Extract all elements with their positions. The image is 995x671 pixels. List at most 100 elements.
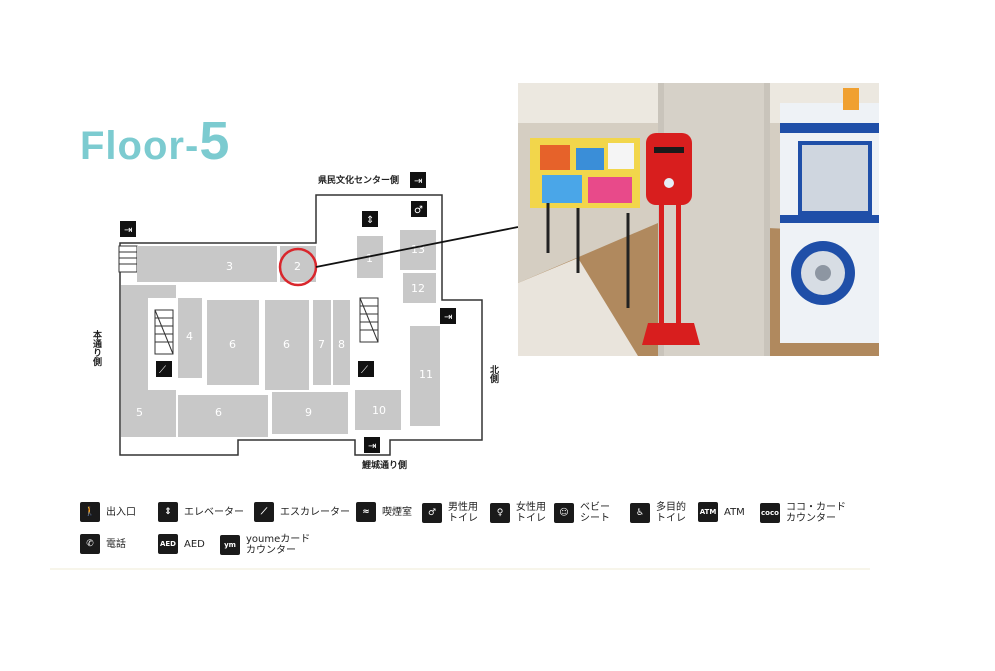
entrance-icon bbox=[410, 172, 426, 188]
legend-label: 男性用 トイレ bbox=[448, 502, 478, 524]
svg-text:⟋: ⟋ bbox=[361, 365, 368, 376]
room-label-1: 1 bbox=[366, 252, 373, 265]
legend-label: 喫煙室 bbox=[382, 506, 412, 518]
baby-sheet-icon: ☺ bbox=[554, 503, 574, 523]
room-label-5: 5 bbox=[136, 406, 143, 419]
room-label-6a: 6 bbox=[229, 338, 236, 351]
floor-number: 5 bbox=[199, 111, 231, 171]
floor-title-prefix: Floor- bbox=[80, 124, 200, 168]
legend-label: 電話 bbox=[106, 538, 126, 550]
legend-item-aed: AED AED bbox=[158, 534, 205, 554]
smoking-icon: ≈ bbox=[356, 502, 376, 522]
svg-text:⇥: ⇥ bbox=[368, 441, 376, 452]
room-label-11: 11 bbox=[419, 368, 433, 381]
multipurpose-toilet-icon: ♿ bbox=[630, 503, 650, 523]
escalator-left bbox=[154, 309, 174, 355]
legend-item-womens-toilet: ♀ 女性用 トイレ bbox=[490, 502, 546, 524]
entrance-icon bbox=[440, 308, 456, 324]
legend: 🚶 出入口 ⇕ エレベーター ⟋ エスカレーター ≈ 喫煙室 ♂ 男性用 トイレ… bbox=[80, 502, 870, 562]
svg-text:⇥: ⇥ bbox=[414, 176, 422, 187]
legend-item-smoking: ≈ 喫煙室 bbox=[356, 502, 412, 522]
legend-label: AED bbox=[184, 538, 205, 550]
room-6c[interactable] bbox=[178, 395, 268, 437]
room-label-10: 10 bbox=[372, 404, 386, 417]
room-6a[interactable] bbox=[207, 300, 259, 385]
label-bottom: 鯉城通り側 bbox=[362, 459, 407, 471]
room-4[interactable] bbox=[178, 298, 202, 378]
legend-label: ATM bbox=[724, 506, 745, 518]
legend-item-entrance: 🚶 出入口 bbox=[80, 502, 136, 522]
entrance-icon: 🚶 bbox=[80, 502, 100, 522]
room-11[interactable] bbox=[410, 326, 440, 426]
phone-icon: ✆ bbox=[80, 534, 100, 554]
room-label-6c: 6 bbox=[215, 406, 222, 419]
coco-card-icon: coco bbox=[760, 503, 780, 523]
legend-label: 出入口 bbox=[106, 506, 136, 518]
youme-card-icon: ym bbox=[220, 535, 240, 555]
entrance-icon bbox=[120, 221, 136, 237]
photo-illustration bbox=[518, 83, 879, 356]
legend-item-phone: ✆ 電話 bbox=[80, 534, 126, 554]
room-12[interactable] bbox=[403, 273, 436, 303]
label-right: 北側 bbox=[488, 364, 500, 384]
room-label-4: 4 bbox=[186, 330, 193, 343]
legend-label: エレベーター bbox=[184, 506, 244, 518]
postbox-photo bbox=[518, 83, 879, 356]
aed-icon: AED bbox=[158, 534, 178, 554]
label-left: 本通り側 bbox=[91, 329, 103, 367]
room-9[interactable] bbox=[272, 392, 348, 434]
atm-icon: ATM bbox=[698, 502, 718, 522]
legend-item-coco-card: coco ココ・カード カウンター bbox=[760, 502, 846, 524]
room-label-9: 9 bbox=[305, 406, 312, 419]
legend-label: ベビー シート bbox=[580, 502, 610, 524]
legend-item-multipurpose-toilet: ♿ 多目的 トイレ bbox=[630, 502, 686, 524]
room-7[interactable] bbox=[313, 300, 331, 385]
room-6b[interactable] bbox=[265, 300, 309, 390]
room-label-12: 12 bbox=[411, 282, 425, 295]
legend-item-elevator: ⇕ エレベーター bbox=[158, 502, 244, 522]
legend-item-atm: ATM ATM bbox=[698, 502, 745, 522]
legend-item-mens-toilet: ♂ 男性用 トイレ bbox=[422, 502, 478, 524]
legend-item-youme-card: ym youmeカード カウンター bbox=[220, 534, 310, 556]
rooms bbox=[121, 230, 440, 437]
escalator-right bbox=[359, 297, 379, 343]
toilet-icon bbox=[411, 201, 427, 217]
room-8[interactable] bbox=[333, 300, 350, 385]
room-10[interactable] bbox=[355, 390, 401, 430]
svg-text:⇕: ⇕ bbox=[366, 215, 374, 226]
legend-item-baby-sheet: ☺ ベビー シート bbox=[554, 502, 610, 524]
legend-label: 多目的 トイレ bbox=[656, 502, 686, 524]
elevator-icon: ⇕ bbox=[158, 502, 178, 522]
room-label-8: 8 bbox=[338, 338, 345, 351]
room-label-2: 2 bbox=[294, 260, 301, 273]
svg-text:⟋: ⟋ bbox=[159, 365, 166, 376]
room-label-3: 3 bbox=[226, 260, 233, 273]
pointer-line bbox=[315, 226, 519, 268]
room-labels: 3 2 1 13 12 4 6 6 7 8 11 5 6 9 10 bbox=[136, 243, 433, 419]
legend-label: 女性用 トイレ bbox=[516, 502, 546, 524]
room-label-6b: 6 bbox=[283, 338, 290, 351]
room-5[interactable] bbox=[121, 285, 176, 437]
legend-label: エスカレーター bbox=[280, 506, 350, 518]
room-label-7: 7 bbox=[318, 338, 325, 351]
escalator-icon: ⟋ bbox=[254, 502, 274, 522]
room-3[interactable] bbox=[137, 246, 277, 282]
legend-label: ココ・カード カウンター bbox=[786, 502, 846, 524]
floor-title: Floor-5 bbox=[80, 110, 230, 172]
legend-item-escalator: ⟋ エスカレーター bbox=[254, 502, 350, 522]
stairs-top-left bbox=[118, 245, 138, 273]
elevator-icon bbox=[362, 211, 378, 227]
legend-label: youmeカード カウンター bbox=[246, 534, 311, 556]
womens-toilet-icon: ♀ bbox=[490, 503, 510, 523]
footer-divider bbox=[50, 568, 870, 570]
label-top: 県民文化センター側 bbox=[318, 174, 399, 186]
map-icons: ⇥ ⇥ ⇥ ⇥ ⇕ ♂ ⟋ ⟋ bbox=[120, 172, 456, 453]
svg-text:⇥: ⇥ bbox=[444, 312, 452, 323]
svg-text:⇥: ⇥ bbox=[124, 225, 132, 236]
entrance-icon bbox=[364, 437, 380, 453]
svg-text:♂: ♂ bbox=[414, 205, 423, 216]
escalator-icon bbox=[156, 361, 172, 377]
escalator-icon bbox=[358, 361, 374, 377]
mens-toilet-icon: ♂ bbox=[422, 503, 442, 523]
